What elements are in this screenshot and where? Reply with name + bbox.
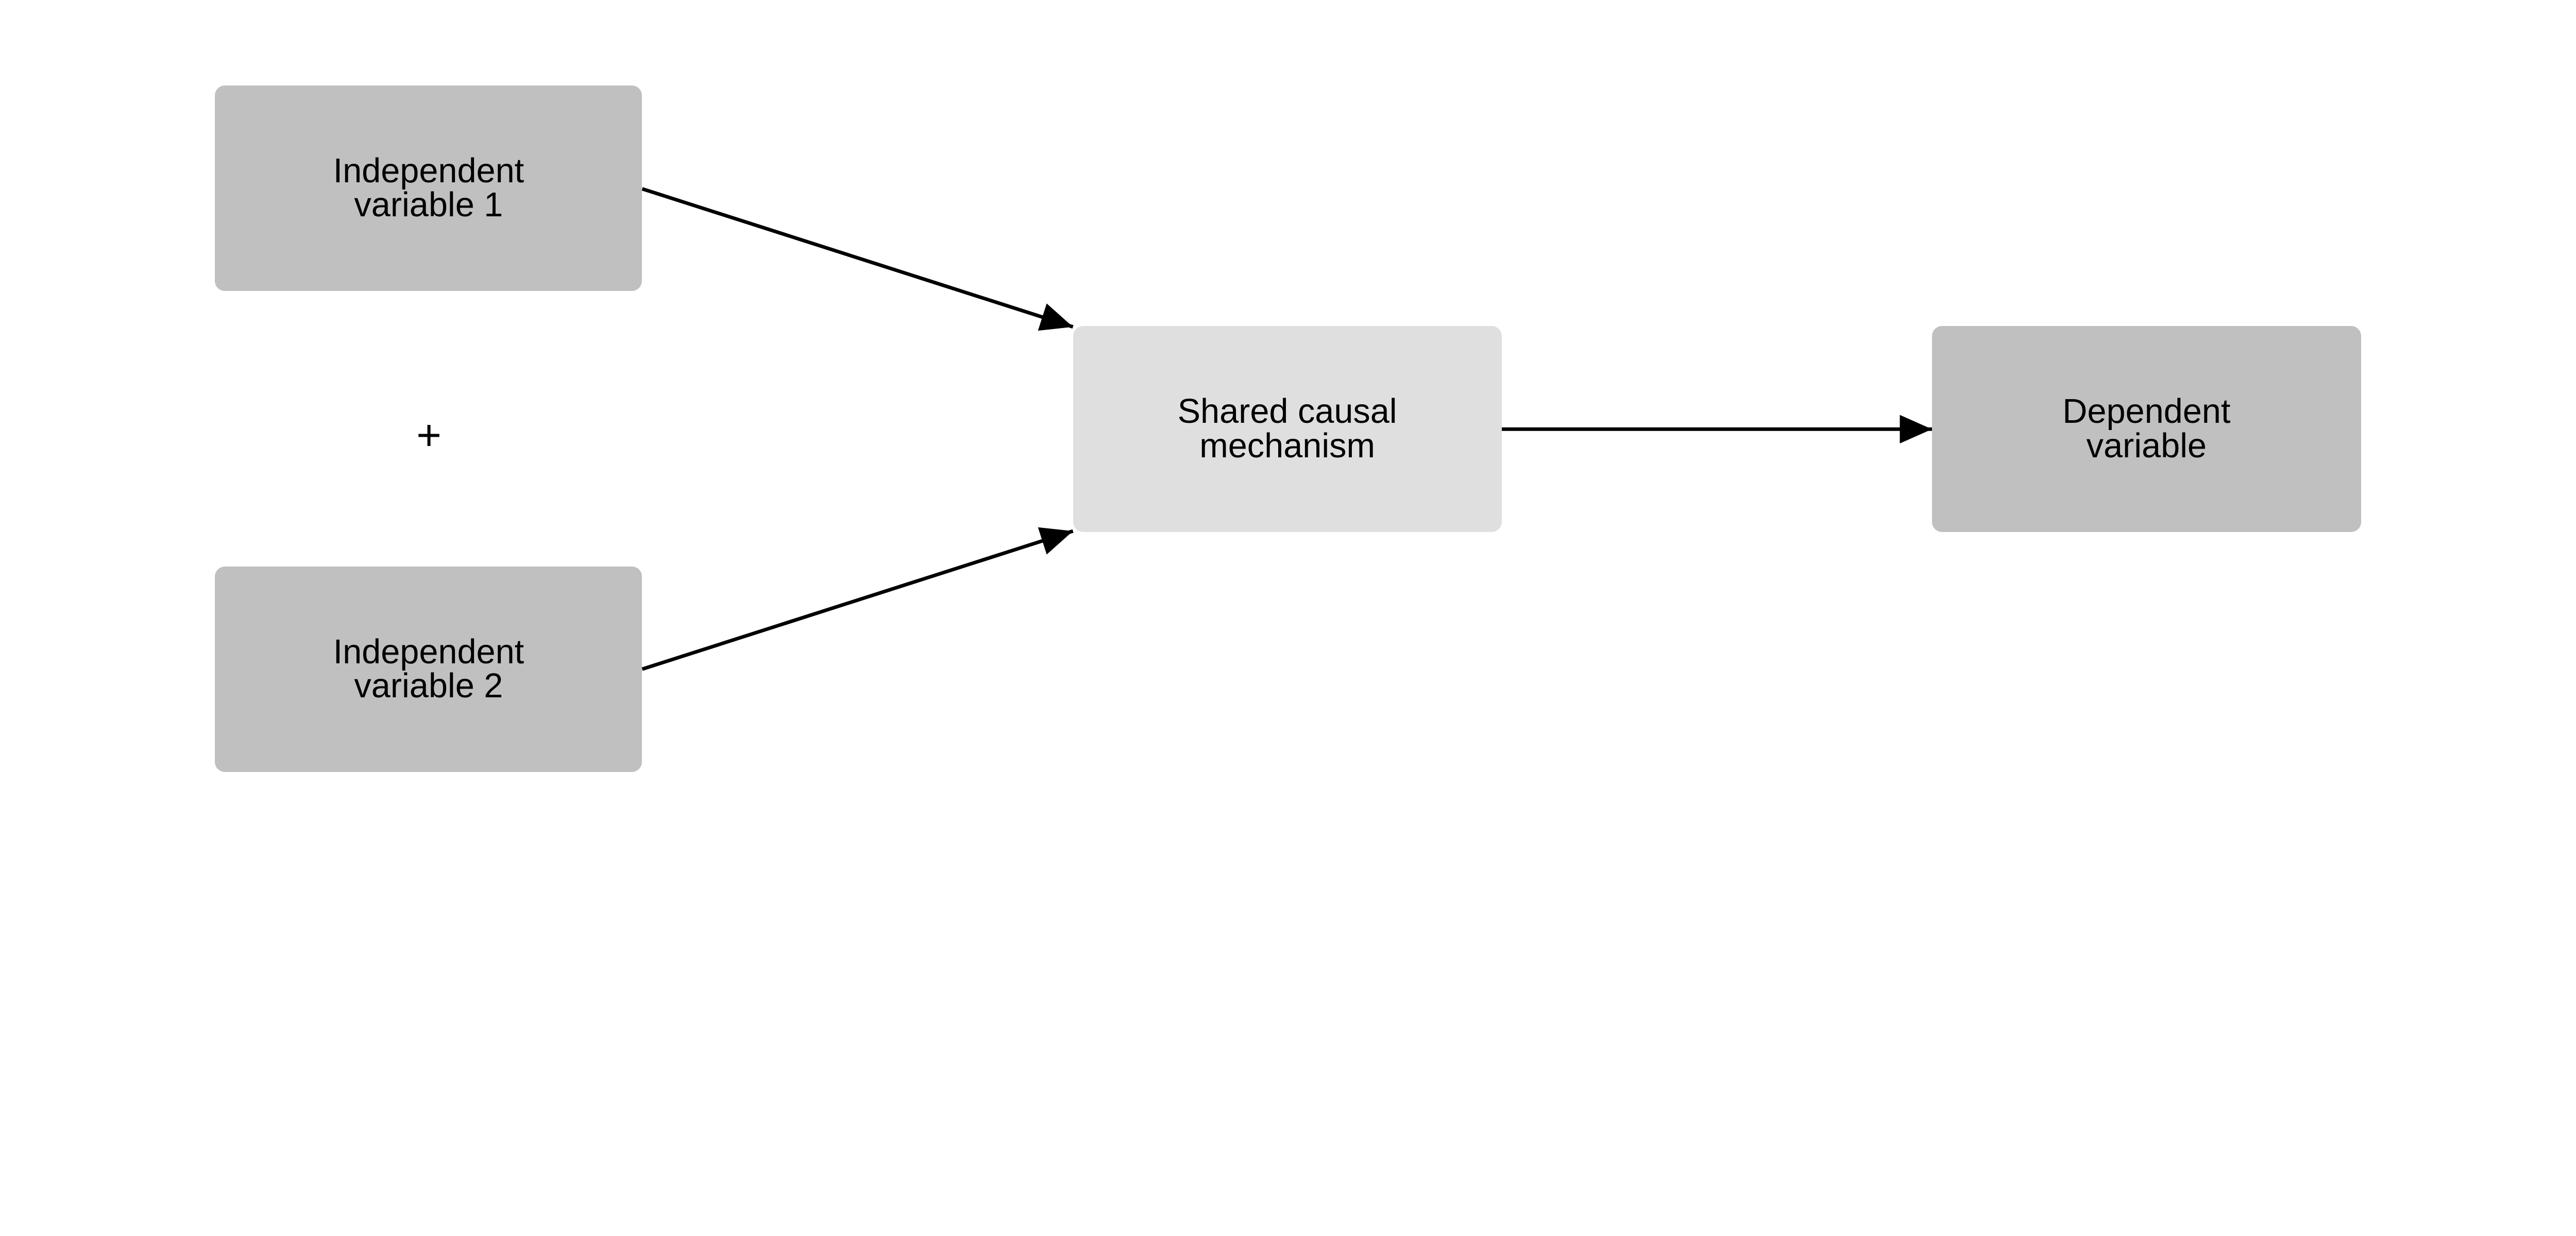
node-label: Independent variable 2 bbox=[333, 632, 524, 706]
arrows-layer bbox=[641, 187, 1932, 671]
node-label: Independent variable 1 bbox=[333, 151, 524, 225]
arrow-iv1-to-mechanism bbox=[641, 187, 1074, 331]
node-label: Dependent variable bbox=[2062, 392, 2231, 465]
node-label: Shared causal mechanism bbox=[1177, 392, 1397, 465]
node-independent-variable-1: Independent variable 1 bbox=[215, 85, 642, 291]
node-shared-causal-mechanism: Shared causal mechanism bbox=[1073, 326, 1502, 532]
node-independent-variable-2: Independent variable 2 bbox=[215, 566, 642, 772]
plus-sign: + bbox=[416, 411, 442, 459]
node-dependent-variable: Dependent variable bbox=[1932, 326, 2361, 532]
arrow-iv2-to-mechanism bbox=[641, 527, 1074, 671]
